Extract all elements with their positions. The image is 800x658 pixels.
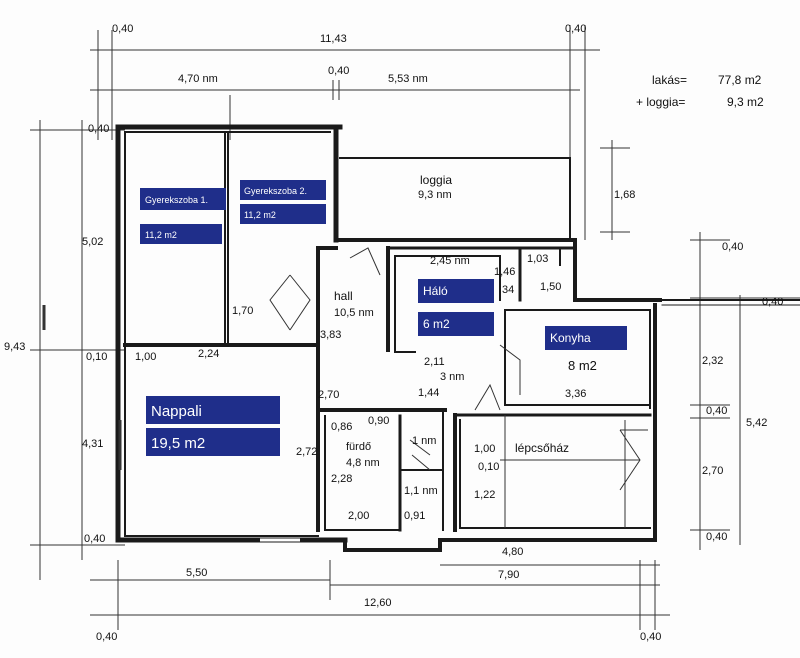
dim-r-040d: 0,40 [706, 531, 727, 543]
dim-170: 1,70 [232, 305, 253, 317]
gyerek2-area: 11,2 m2 [244, 210, 276, 220]
halo-area: 6 m2 [423, 317, 450, 331]
dim-034: 34 [502, 284, 514, 296]
dimension-texts: 0,40 11,43 0,40 4,70 nm 0,40 5,53 nm 0,4… [4, 23, 783, 643]
dim-r-232: 2,32 [702, 355, 723, 367]
dim-b-550: 5,50 [186, 567, 207, 579]
dim-top-040-m: 0,40 [328, 65, 349, 77]
konyha-name: Konyha [550, 331, 591, 345]
dim-left-010: 0,10 [86, 351, 107, 363]
konyha-area: 8 m2 [568, 358, 597, 373]
dim-122: 1,22 [474, 489, 495, 501]
dim-r-542: 5,42 [746, 417, 767, 429]
wc-area: 1,1 nm [404, 485, 438, 497]
hall-area: 10,5 nm [334, 307, 374, 319]
tag-nappali-area [146, 428, 280, 456]
dim-144: 1,44 [418, 387, 439, 399]
area-summary: lakás= 77,8 m2 + loggia= 9,3 m2 [636, 73, 764, 109]
dim-left-040-b: 0,40 [84, 533, 105, 545]
furdo-area: 4,8 nm [346, 457, 380, 469]
corridor-area: 3 nm [440, 371, 464, 383]
lakas-value: 77,8 m2 [718, 73, 762, 87]
dim-211: 2,11 [424, 356, 445, 368]
hall-name: hall [334, 289, 353, 303]
tag-gyerek1-area [140, 224, 222, 244]
dim-top-553: 5,53 nm [388, 73, 428, 85]
gyerek1-area: 11,2 m2 [145, 230, 177, 240]
gyerek2-name: Gyerekszoba 2. [244, 186, 307, 196]
dim-100: 1,00 [135, 351, 156, 363]
tag-konyha-name [545, 326, 627, 350]
dim-245: 2,45 nm [430, 255, 470, 267]
wc-top-area: 1 nm [412, 435, 436, 447]
dim-left-502: 5,02 [82, 236, 103, 248]
dim-146: 1,46 [494, 266, 515, 278]
furdo-name: fürdő [346, 441, 371, 453]
dim-383: 3,83 [320, 329, 341, 341]
dim-top-040-l: 0,40 [112, 23, 133, 35]
tag-nappali-name [146, 396, 280, 424]
tag-halo-name [418, 279, 494, 303]
tag-gyerek2-area [240, 204, 326, 224]
dim-r-270: 2,70 [702, 465, 723, 477]
room-tags: Gyerekszoba 1. 11,2 m2 Gyerekszoba 2. 11… [140, 180, 627, 456]
dim-b-040r: 0,40 [640, 631, 661, 643]
dim-336: 3,36 [565, 388, 586, 400]
dim-b-790: 7,90 [498, 569, 519, 581]
dim-b-040l: 0,40 [96, 631, 117, 643]
dim-200: 2,00 [348, 510, 369, 522]
dim-010b: 0,10 [478, 461, 499, 473]
loggia-value: 9,3 m2 [727, 95, 764, 109]
dim-b-1260: 12,60 [364, 597, 392, 609]
halo-name: Háló [423, 284, 448, 298]
dim-r-040c: 0,40 [706, 405, 727, 417]
lakas-label: lakás= [652, 73, 687, 87]
room-labels: loggia 9,3 nm hall 10,5 nm fürdő 4,8 nm … [334, 173, 597, 497]
dim-090: 0,90 [368, 415, 389, 427]
loggia-name: loggia [420, 173, 452, 187]
dim-270a: 2,70 [318, 389, 339, 401]
dim-272: 2,72 [296, 446, 317, 458]
dim-left-943: 9,43 [4, 341, 25, 353]
nappali-name: Nappali [151, 403, 202, 420]
loggia-label: + loggia= [636, 95, 685, 109]
nappali-area: 19,5 m2 [151, 435, 205, 452]
dim-r-168: 1,68 [614, 189, 635, 201]
gyerek1-name: Gyerekszoba 1. [145, 195, 208, 205]
dim-086: 0,86 [331, 421, 352, 433]
walls [115, 124, 800, 552]
dim-150: 1,50 [540, 281, 561, 293]
dim-103: 1,03 [527, 253, 548, 265]
dim-top-1143: 11,43 [320, 33, 347, 45]
dim-left-431: 4,31 [82, 438, 103, 450]
dimension-lines [30, 25, 800, 630]
dim-091: 0,91 [404, 510, 425, 522]
lepcsohaz-name: lépcsőház [515, 441, 569, 455]
door-swings [118, 247, 648, 542]
dim-b-480: 4,80 [502, 546, 523, 558]
dim-top-040-r: 0,40 [565, 23, 586, 35]
tag-halo-area [418, 312, 494, 336]
loggia-area: 9,3 nm [418, 189, 452, 201]
dim-228: 2,28 [331, 473, 352, 485]
dim-100b: 1,00 [474, 443, 495, 455]
tag-gyerek1-name [140, 188, 226, 210]
dim-r-040b: 0,40 [762, 296, 783, 308]
dim-224: 2,24 [198, 348, 219, 360]
tag-gyerek2-name [240, 180, 326, 200]
dim-left-040-t: 0,40 [88, 123, 109, 135]
dim-top-470: 4,70 nm [178, 73, 218, 85]
dim-r-040a: 0,40 [722, 241, 743, 253]
